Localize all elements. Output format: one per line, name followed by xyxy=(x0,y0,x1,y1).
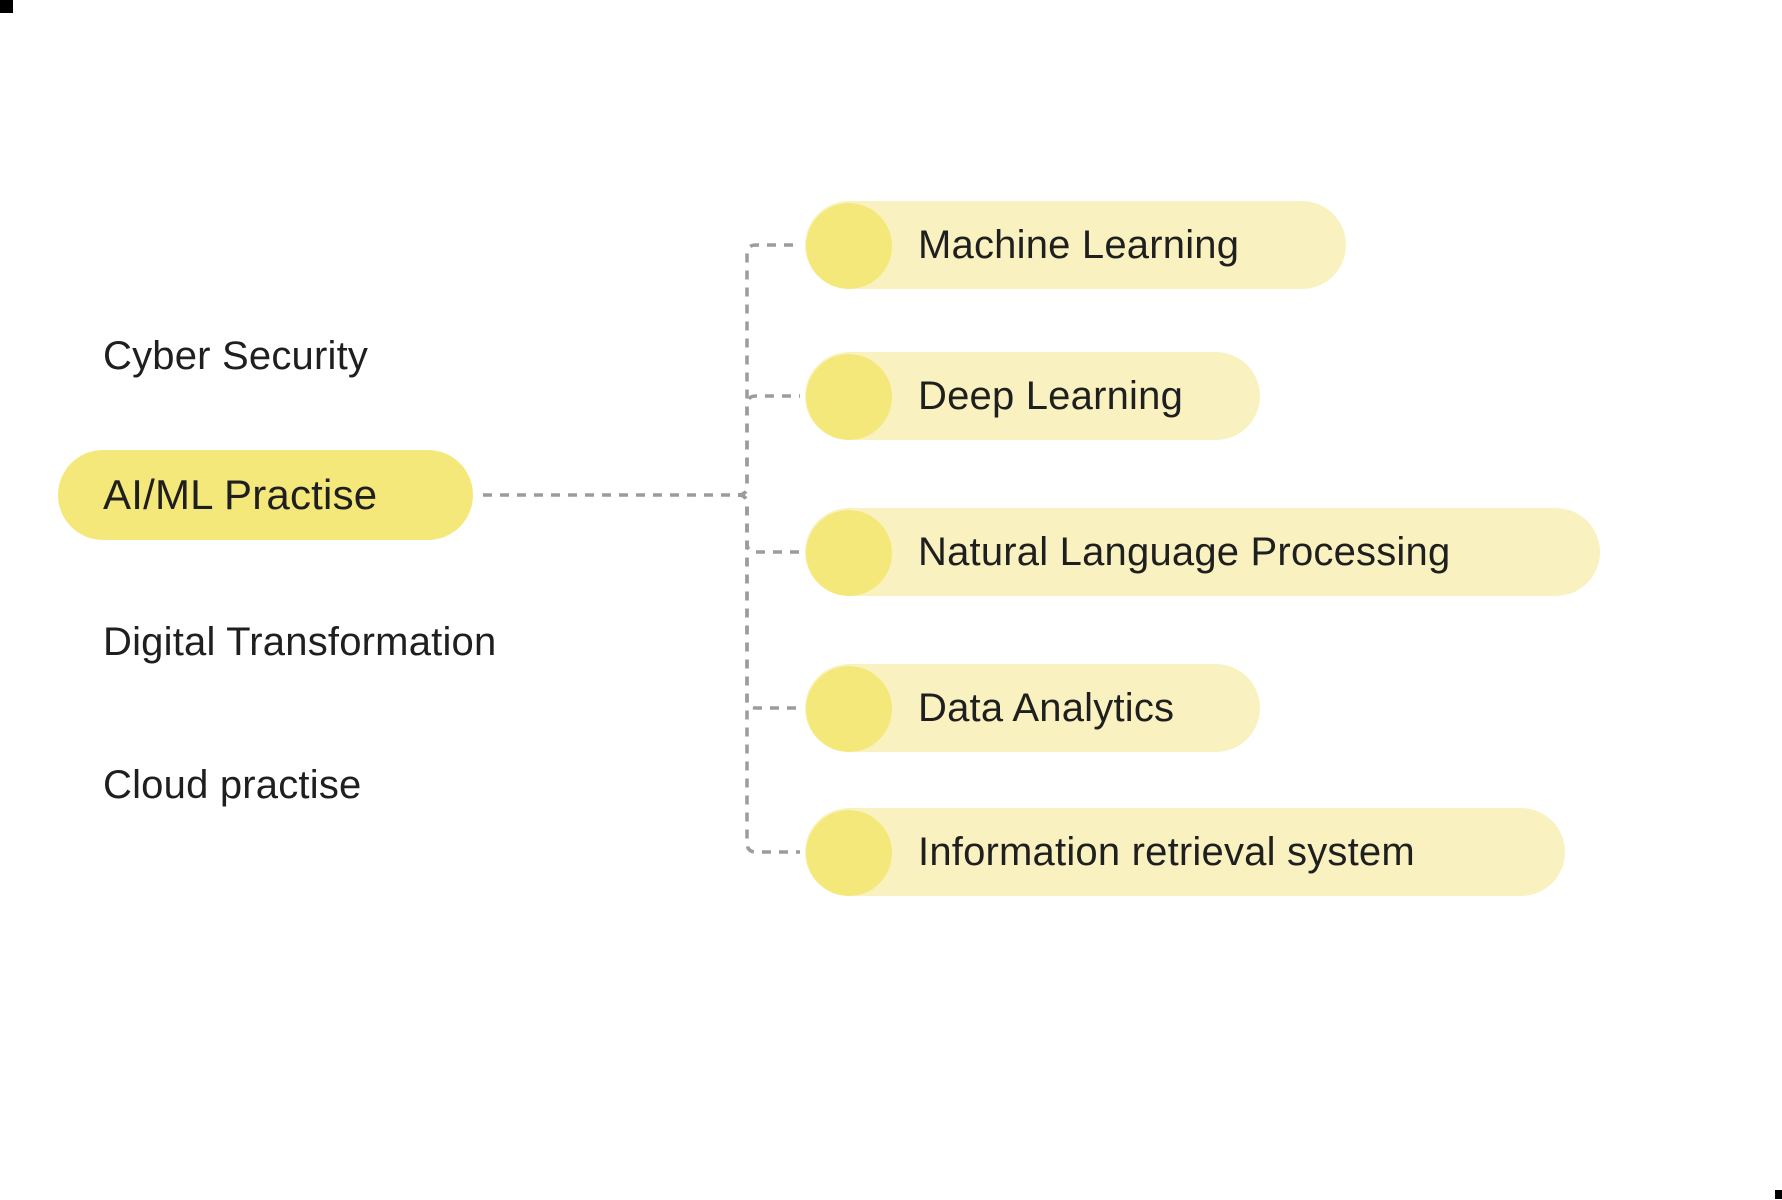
node-machine-learning[interactable]: Machine Learning xyxy=(805,201,1346,289)
node-natural-language-processing[interactable]: Natural Language Processing xyxy=(805,508,1600,596)
node-aiml-practise[interactable]: AI/ML Practise xyxy=(58,450,473,540)
node-label: AI/ML Practise xyxy=(103,471,378,518)
node-label: Deep Learning xyxy=(918,373,1184,418)
node-bullet-circle xyxy=(806,510,892,596)
connector-machine-learning xyxy=(737,243,800,497)
node-data-analytics[interactable]: Data Analytics xyxy=(805,664,1260,752)
crop-mark-bottom-right xyxy=(1775,1190,1782,1199)
node-bullet-circle xyxy=(806,354,892,440)
node-cloud-practise[interactable]: Cloud practise xyxy=(103,762,362,807)
node-bullet-circle xyxy=(806,666,892,752)
node-information-retrieval-system[interactable]: Information retrieval system xyxy=(805,808,1565,896)
node-digital-transformation[interactable]: Digital Transformation xyxy=(103,619,497,664)
connector-deep-learning xyxy=(737,394,800,497)
connector-information-retrieval xyxy=(737,493,800,854)
crop-mark-top-left xyxy=(0,0,13,13)
node-bullet-circle xyxy=(806,810,892,896)
node-label: Machine Learning xyxy=(918,222,1240,267)
node-bullet-circle xyxy=(806,203,892,289)
node-label: Information retrieval system xyxy=(918,829,1415,874)
node-label: Data Analytics xyxy=(918,685,1175,730)
node-cyber-security[interactable]: Cyber Security xyxy=(103,333,369,378)
node-label: Natural Language Processing xyxy=(918,529,1451,574)
node-deep-learning[interactable]: Deep Learning xyxy=(805,352,1260,440)
